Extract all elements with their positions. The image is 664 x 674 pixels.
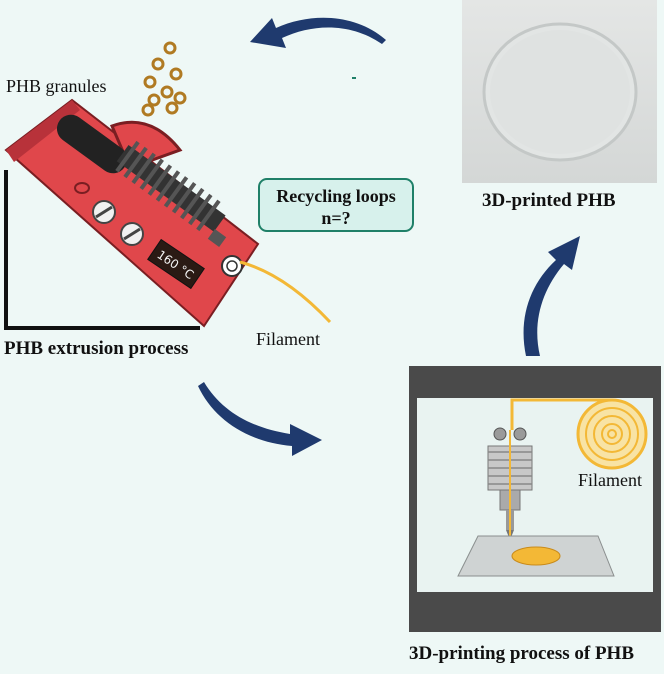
extrusion-nozzle — [207, 229, 243, 277]
recycling-loops-box: Recycling loops n=? — [258, 178, 414, 232]
granules-label: PHB granules — [6, 76, 107, 96]
support-frame — [4, 170, 200, 330]
loops-title: Recycling loops — [276, 186, 396, 206]
filament-strand-left — [239, 260, 332, 324]
arrow-to-printing — [198, 382, 322, 456]
extruder-machine: 160 °C — [4, 98, 260, 328]
cycle-arrows — [198, 17, 580, 456]
heat-sink — [115, 140, 226, 232]
loops-count: n=? — [321, 208, 351, 228]
filament-strand-right — [510, 398, 612, 430]
printed-disc-photo — [482, 22, 638, 162]
extruder-handle — [56, 114, 128, 174]
printed-label: 3D-printed PHB — [482, 190, 616, 211]
filament-label-right: Filament — [578, 470, 642, 490]
indicator-light — [74, 182, 90, 194]
print-head — [487, 427, 533, 540]
arrow-to-extrusion — [250, 17, 386, 48]
extrusion-label: PHB extrusion process — [4, 338, 189, 359]
phb-granules — [141, 41, 187, 117]
printed-disc — [511, 546, 561, 566]
printing-label: 3D-printing process of PHB — [409, 643, 635, 664]
3d-printer — [409, 366, 661, 632]
arrow-to-printed — [523, 236, 580, 356]
control-knobs — [92, 200, 144, 246]
filament-label-left: Filament — [256, 329, 320, 349]
printed-phb-photo — [462, 0, 657, 183]
filament-spool — [576, 398, 648, 470]
